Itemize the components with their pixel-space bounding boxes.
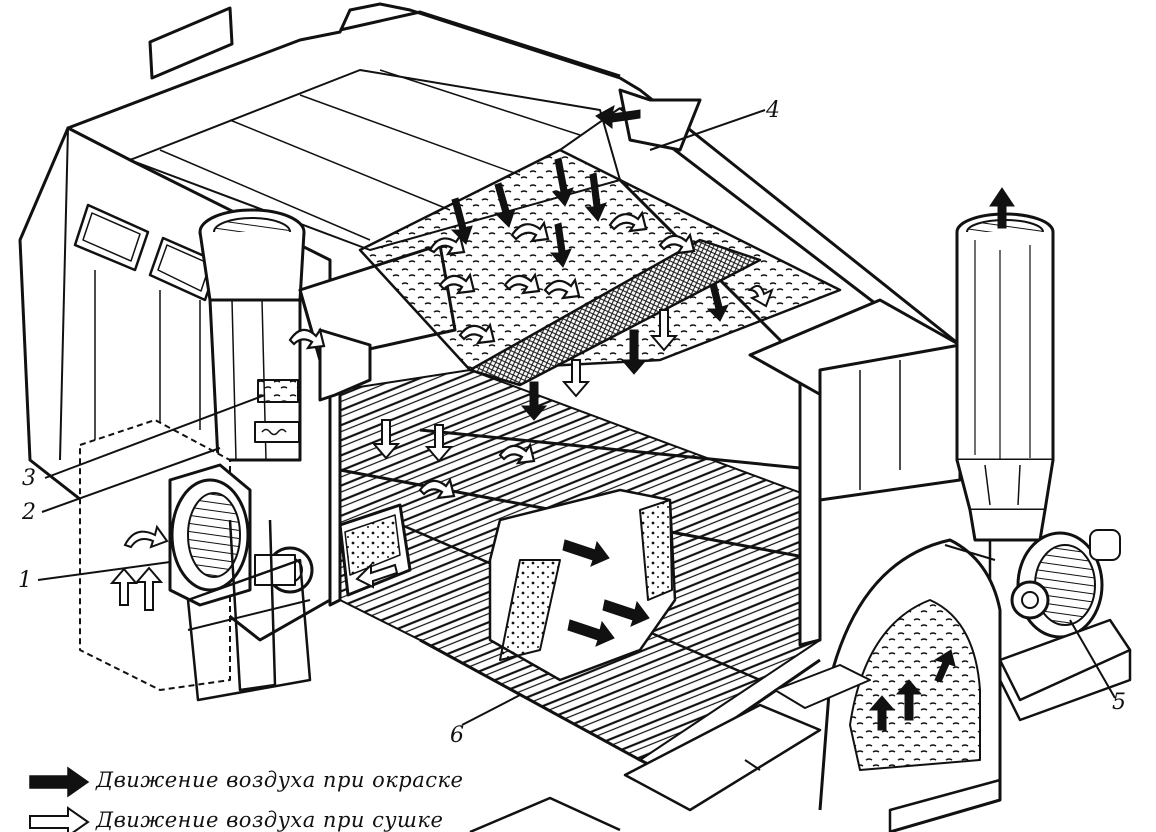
painting-airflow-arrows <box>450 105 956 731</box>
arrow-painting-11 <box>567 619 615 647</box>
arrow-painting-14 <box>868 695 896 731</box>
arrow-drying-4 <box>371 419 401 460</box>
drying-airflow-arrows <box>109 284 774 611</box>
arrow-painting-15 <box>933 649 956 683</box>
legend-arrow-solid <box>29 766 90 798</box>
leader-1 <box>37 561 171 581</box>
callout-5: 5 <box>1112 690 1126 715</box>
arrow-drying-8 <box>747 284 774 308</box>
legend-arrows <box>29 766 90 832</box>
arrow-drying-3 <box>424 424 454 463</box>
arrow-drying-6 <box>134 566 164 611</box>
ceiling-circulation-arrows <box>288 210 696 500</box>
arrow-drying-1 <box>649 309 679 352</box>
arrow-drying-5 <box>109 567 139 606</box>
arrow-painting-8 <box>520 381 548 421</box>
arrow-drying-7 <box>355 562 399 589</box>
arrow-painting-3 <box>551 157 574 207</box>
exhaust-up-arrow <box>989 187 1015 229</box>
arrow-painting-7 <box>620 329 648 375</box>
leader-3 <box>44 394 266 479</box>
exhaust-fan-unit <box>988 529 1132 722</box>
floor-cutaway <box>488 488 677 682</box>
arrow-painting-13 <box>895 679 923 721</box>
intake-duct-left <box>198 208 306 462</box>
legend-painting-label: Движение воздуха при окраске <box>96 768 464 792</box>
arrow-painting-12 <box>602 599 650 627</box>
exhaust-plenum <box>618 88 702 152</box>
arrow-painting-2 <box>493 182 516 228</box>
callout-4: 4 <box>766 98 780 123</box>
supply-fan-unit <box>79 419 314 702</box>
arrow-drying-2 <box>561 359 591 398</box>
callout-1: 1 <box>18 568 32 593</box>
arrow-drying-9 <box>123 524 169 549</box>
legend-arrow-outline <box>29 806 90 832</box>
callout-leaders <box>37 109 1116 726</box>
arrow-painting-1 <box>450 197 473 245</box>
callout-6: 6 <box>450 723 464 748</box>
exhaust-stack <box>955 212 1055 542</box>
arrow-painting-6 <box>595 105 641 129</box>
leader-4 <box>649 109 766 151</box>
callout-2: 2 <box>22 500 36 525</box>
leader-5 <box>1069 619 1116 699</box>
arrow-painting-5 <box>549 222 572 268</box>
arrow-painting-9 <box>706 282 729 322</box>
leader-6 <box>461 694 521 726</box>
arrow-painting-10 <box>562 539 610 567</box>
leader-2 <box>41 447 221 513</box>
front-step-slab <box>469 664 871 832</box>
legend-drying-label: Движение воздуха при сушке <box>96 808 444 832</box>
arrow-painting-4 <box>584 172 607 222</box>
callout-3: 3 <box>22 466 36 491</box>
